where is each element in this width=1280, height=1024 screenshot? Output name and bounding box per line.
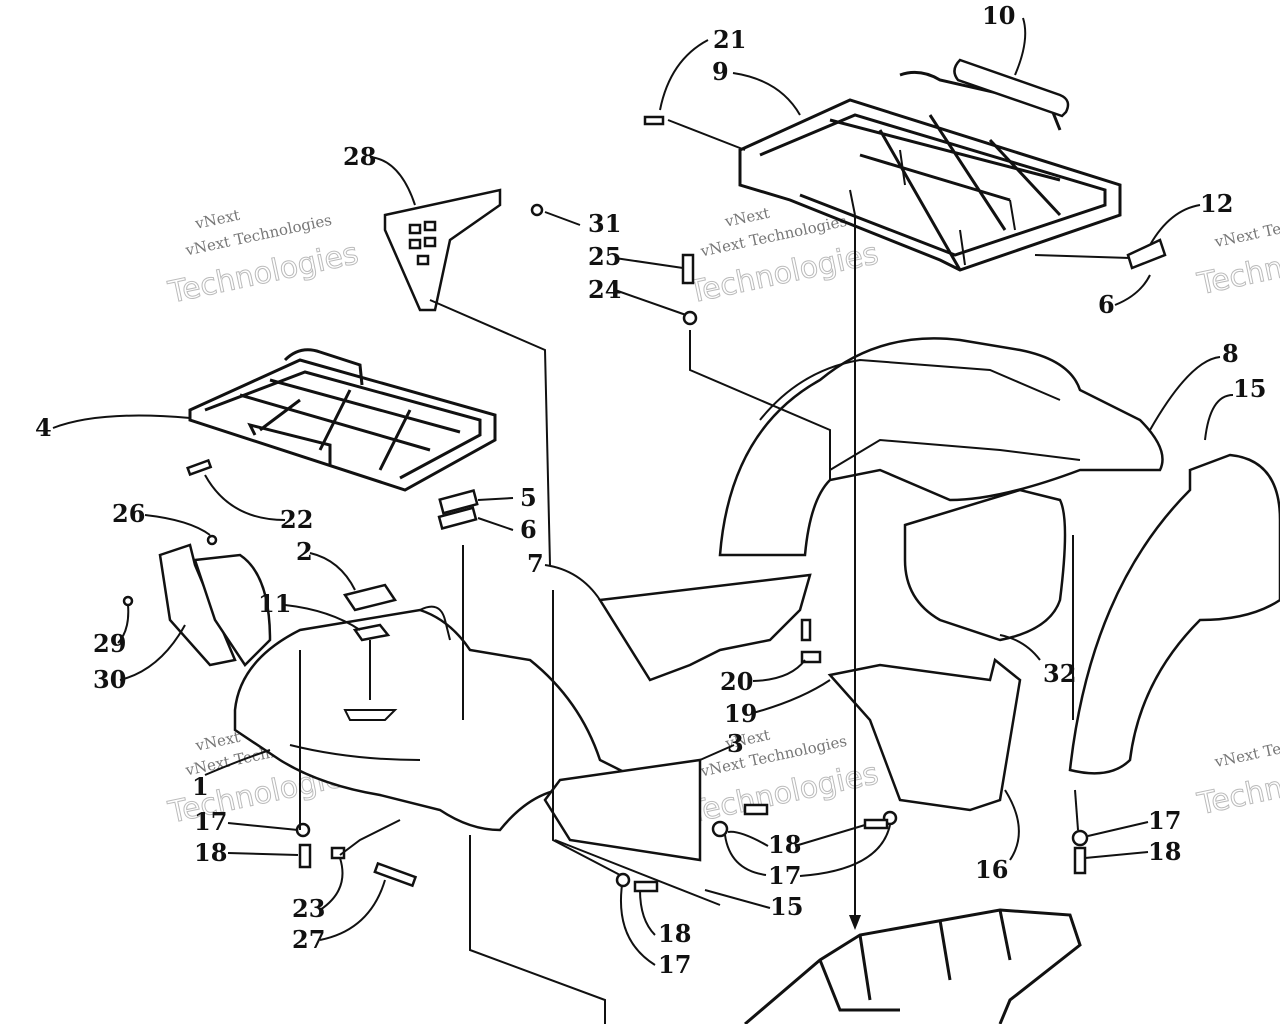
rear-rack (738, 70, 1122, 272)
callout-31: 31 (588, 209, 621, 238)
rack-pad (1126, 238, 1167, 270)
callout-10: 10 (982, 1, 1015, 30)
callout-32: 32 (1043, 659, 1076, 688)
inner-fender-16 (827, 657, 1022, 812)
callout-18: 18 (1148, 837, 1181, 866)
grip-pad (953, 58, 1070, 118)
center-lines (299, 119, 1131, 1024)
callout-18: 18 (194, 838, 227, 867)
frame (744, 908, 1082, 1024)
callout-18: 18 (658, 919, 691, 948)
callout-28: 28 (343, 142, 376, 171)
panel-28 (383, 188, 502, 312)
callout-4: 4 (35, 413, 52, 442)
callout-20: 20 (720, 667, 753, 696)
side-panel-7 (597, 573, 812, 682)
callout-26: 26 (112, 499, 145, 528)
callout-21: 21 (713, 25, 746, 54)
callout-25: 25 (588, 242, 621, 271)
callout-17: 17 (194, 807, 227, 836)
callout-29: 29 (93, 629, 126, 658)
callout-6: 6 (520, 515, 537, 544)
callout-8: 8 (1222, 339, 1239, 368)
pad-11 (352, 623, 391, 642)
watermark-line: vNext Technologies (1212, 722, 1280, 771)
callout-labels: 10 21 9 28 31 25 24 12 6 8 15 4 5 6 22 2… (35, 1, 1266, 979)
callout-5: 5 (520, 483, 537, 512)
callout-19: 19 (724, 699, 757, 728)
callout-23: 23 (292, 894, 325, 923)
callout-12: 12 (1200, 189, 1233, 218)
callout-15: 15 (1233, 374, 1266, 403)
mud-flap-3 (543, 758, 702, 862)
watermark-top: vNext (722, 204, 771, 231)
side-guard (158, 543, 272, 667)
callout-17: 17 (1148, 806, 1181, 835)
callout-6: 6 (1098, 290, 1115, 319)
leader-lines (52, 17, 1234, 966)
hardware (122, 115, 1089, 893)
fender-flare-right (1068, 453, 1280, 775)
callout-7: 7 (527, 549, 544, 578)
callout-24: 24 (588, 275, 621, 304)
callout-9: 9 (712, 57, 729, 86)
rear-fender (718, 337, 1164, 642)
callout-1: 1 (192, 772, 209, 801)
callout-22: 22 (280, 505, 313, 534)
front-rack (188, 348, 497, 492)
callout-3: 3 (727, 729, 744, 758)
callout-27: 27 (292, 925, 325, 954)
callout-17: 17 (658, 950, 691, 979)
pad-2 (342, 583, 398, 612)
callout-11: 11 (258, 589, 291, 618)
callout-17: 17 (768, 861, 801, 890)
callout-2: 2 (296, 537, 313, 566)
callout-30: 30 (93, 665, 126, 694)
watermark-top: vNext (193, 206, 242, 233)
callout-16: 16 (975, 855, 1008, 884)
callout-15: 15 (770, 892, 803, 921)
callout-18: 18 (768, 830, 801, 859)
